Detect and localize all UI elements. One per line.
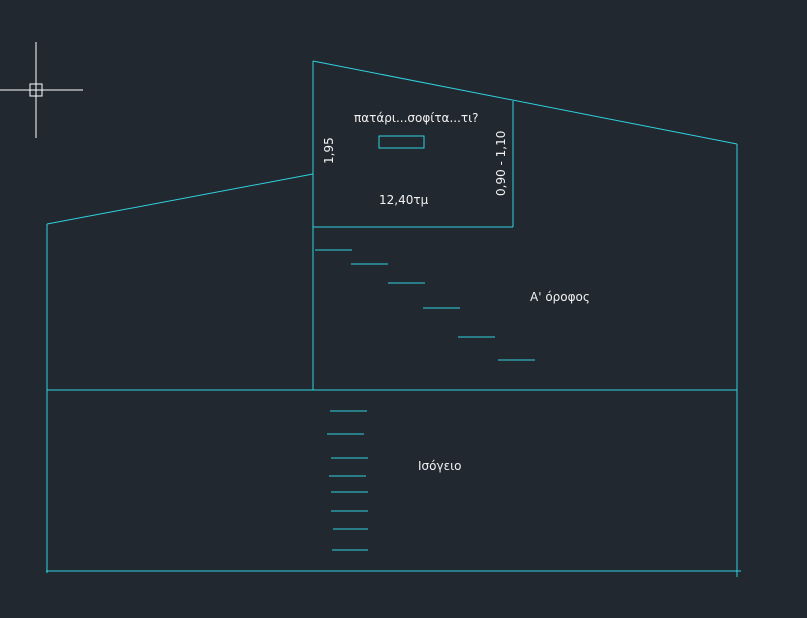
upper-roof-line[interactable] (312, 60, 738, 145)
attic-question-label[interactable]: πατάρι...σοφίτα...τι? (354, 111, 479, 125)
stair-first-floor[interactable] (315, 249, 535, 361)
attic-height-left-label[interactable]: 1,95 (322, 137, 336, 164)
first-floor-label[interactable]: A' όροφος (530, 290, 590, 304)
attic-height-right-label[interactable]: 0,90 - 1,10 (494, 131, 508, 196)
stair-ground-floor[interactable] (327, 410, 368, 551)
attic-area-label[interactable]: 12,40τμ (379, 193, 429, 207)
building-outline[interactable] (46, 60, 741, 577)
attic-loft[interactable] (313, 101, 514, 228)
lower-roof-line[interactable] (46, 173, 314, 225)
attic-window[interactable] (378, 135, 425, 149)
ground-floor-label[interactable]: Ισόγειο (418, 459, 461, 473)
crosshair-cursor-icon (0, 42, 83, 138)
